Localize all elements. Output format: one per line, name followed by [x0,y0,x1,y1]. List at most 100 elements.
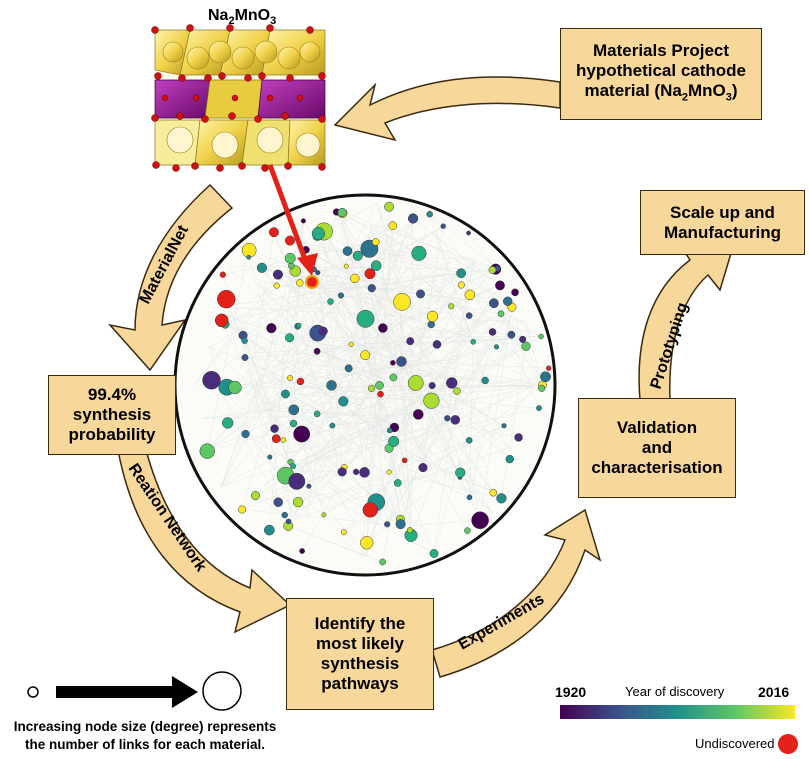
network-edge [323,231,343,472]
network-edge [322,274,377,282]
network-edge [273,232,401,525]
network-node [350,273,360,284]
network-edge [365,406,413,557]
network-edge [429,214,523,340]
arrow-to-crystal [333,76,561,142]
network-edge [220,226,444,487]
network-edge [202,376,546,419]
network-node [416,289,425,299]
network-edge [234,387,470,498]
network-edge [242,509,388,525]
network-node [489,298,499,309]
network-edge [232,268,496,320]
network-edge [207,313,502,452]
network-edge [254,336,542,354]
network-node [271,434,281,444]
network-edge [468,232,496,270]
network-node [470,339,476,345]
network-edge [313,225,393,270]
network-edge [431,285,501,401]
network-node [360,350,371,361]
network-node [466,494,473,501]
network-edge [332,315,470,426]
network-edge [245,433,362,559]
network-edge [220,233,319,487]
network-edge [221,320,394,442]
network-edge [388,448,399,484]
network-edge [298,325,343,472]
network-node [407,213,419,224]
network-edge [192,274,279,387]
network-node [287,375,293,381]
year-colorbar [560,705,795,719]
network-node [348,341,354,347]
network-edge [329,292,384,329]
network-node [284,235,295,246]
network-edge [386,332,495,525]
network-node [288,262,295,270]
network-node [367,384,376,392]
network-edge [220,249,307,487]
network-node [367,284,376,293]
network-node [457,281,465,289]
network-edge [401,386,535,399]
network-edge [288,303,495,527]
small-node-icon [27,686,39,698]
network-edge [366,482,398,543]
network-edge [211,250,348,381]
network-node [285,333,295,343]
network-edge [347,250,510,449]
network-node [511,288,519,297]
network-nodes [199,201,552,566]
network-node [306,483,312,489]
network-node [343,263,349,269]
network-edge [234,275,330,388]
network-node [488,328,497,336]
network-edge [431,400,461,478]
network-edge [317,411,375,415]
crystal-formula: Na2MnO3 [208,7,276,27]
network-node [426,310,439,322]
network-node [299,548,305,554]
network-edge [241,328,415,510]
network-edge [289,337,402,519]
network-edge [283,386,535,441]
network-edge [291,265,398,484]
network-node [464,527,471,534]
network-node [272,269,283,280]
network-node [266,323,277,334]
network-node [375,381,384,390]
network-node [288,404,300,416]
network-edge [501,346,527,499]
year-title-label: Year of discovery [625,684,725,699]
network-node [507,330,516,339]
network-edge [308,486,367,557]
network-edge [340,223,413,296]
network-edge [217,306,375,412]
network-node [315,270,321,276]
network-edge [389,447,494,493]
network-node [386,469,392,475]
network-edge [418,276,546,377]
network-node [406,527,413,534]
network-edge [269,265,292,531]
network-node [395,519,406,530]
network-node [296,322,302,328]
network-node [352,250,363,261]
network-node [378,323,388,333]
pointer-arrow [267,164,318,276]
network-edge [255,495,285,516]
network-edge [207,397,402,452]
network-node [497,310,505,318]
network-node [393,479,402,487]
arrow-experiments [431,508,602,678]
network-node [446,377,458,389]
network-edge [386,381,450,525]
network-edge [365,411,375,557]
node-size-caption: Increasing node size (degree) represents… [13,719,277,752]
network-node [465,437,473,444]
network-node [388,435,400,447]
network-edge [418,253,424,468]
network-edge [422,381,450,468]
network-edge [341,223,413,472]
